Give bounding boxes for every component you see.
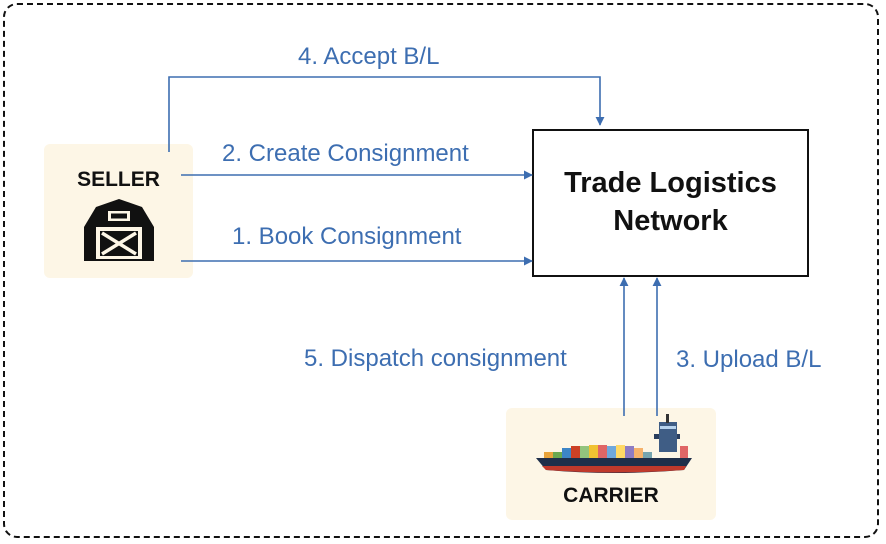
label-accept-bl: 4. Accept B/L	[298, 43, 440, 70]
dashed-border	[3, 3, 879, 538]
seller-label: SELLER	[77, 168, 160, 191]
seller-node[interactable]: SELLER	[44, 144, 193, 278]
carrier-label: CARRIER	[563, 484, 659, 507]
carrier-node[interactable]: CARRIER	[506, 408, 716, 520]
label-create-consignment: 2. Create Consignment	[222, 140, 469, 167]
label-book-consignment: 1. Book Consignment	[232, 223, 462, 250]
edge-accept-bl	[168, 76, 605, 152]
cargo-ship-icon	[536, 414, 692, 473]
barn-icon	[84, 199, 154, 261]
label-upload-bl: 3. Upload B/L	[676, 346, 822, 373]
label-dispatch-consignment: 5. Dispatch consignment	[304, 345, 567, 372]
